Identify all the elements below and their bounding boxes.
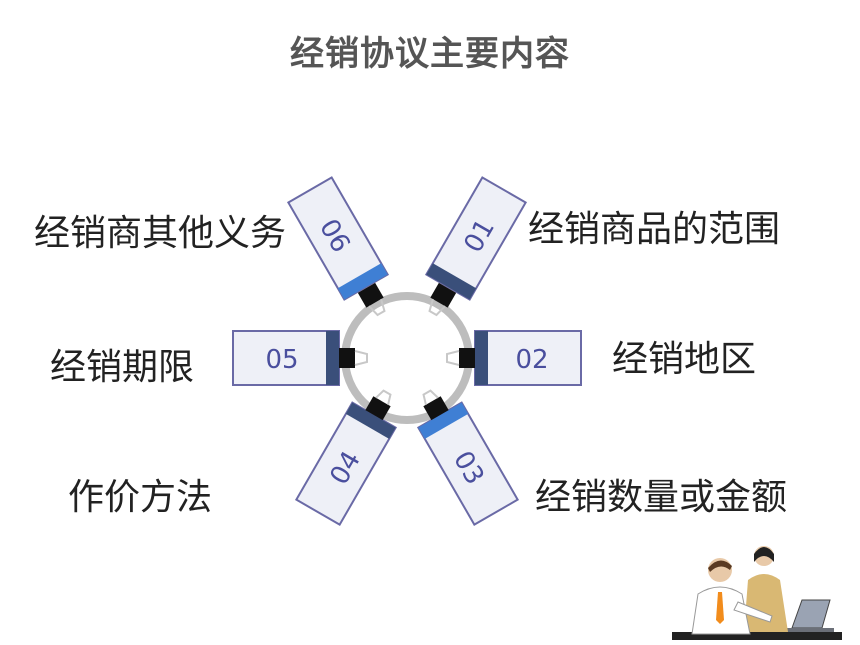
card-number: 02 — [515, 345, 548, 375]
laptop-icon — [791, 599, 831, 629]
binder-clip-wire — [422, 389, 439, 406]
binder-clip-wire — [368, 298, 386, 317]
binder-clip — [423, 396, 449, 421]
card-03[interactable]: 03 — [405, 380, 520, 527]
label-03: 经销数量或金额 — [535, 477, 788, 518]
card-05[interactable]: 05 — [232, 330, 368, 386]
page-title: 经销协议主要内容 — [290, 34, 570, 74]
binder-clip — [459, 348, 475, 368]
card-01[interactable]: 01 — [411, 176, 528, 325]
binder-clip — [430, 282, 457, 308]
binder-clip-wire — [428, 298, 446, 317]
label-06: 经销商其他义务 — [34, 213, 287, 254]
label-01: 经销商品的范围 — [528, 209, 781, 250]
binder-clip-wire — [354, 350, 368, 366]
hub-ring — [341, 292, 473, 424]
binder-clip — [339, 348, 355, 368]
label-04: 作价方法 — [68, 477, 213, 518]
business-people-illustration — [672, 546, 842, 640]
label-05: 经销期限 — [50, 347, 195, 388]
binder-clip — [357, 282, 384, 308]
label-02: 经销地区 — [612, 339, 757, 380]
card-04[interactable]: 04 — [294, 380, 408, 527]
card-number: 05 — [265, 345, 298, 375]
binder-clip-wire — [375, 389, 392, 406]
binder-clip — [365, 396, 391, 421]
binder-clip-wire — [446, 350, 460, 366]
card-02[interactable]: 02 — [446, 330, 582, 386]
card-06[interactable]: 06 — [286, 176, 402, 325]
